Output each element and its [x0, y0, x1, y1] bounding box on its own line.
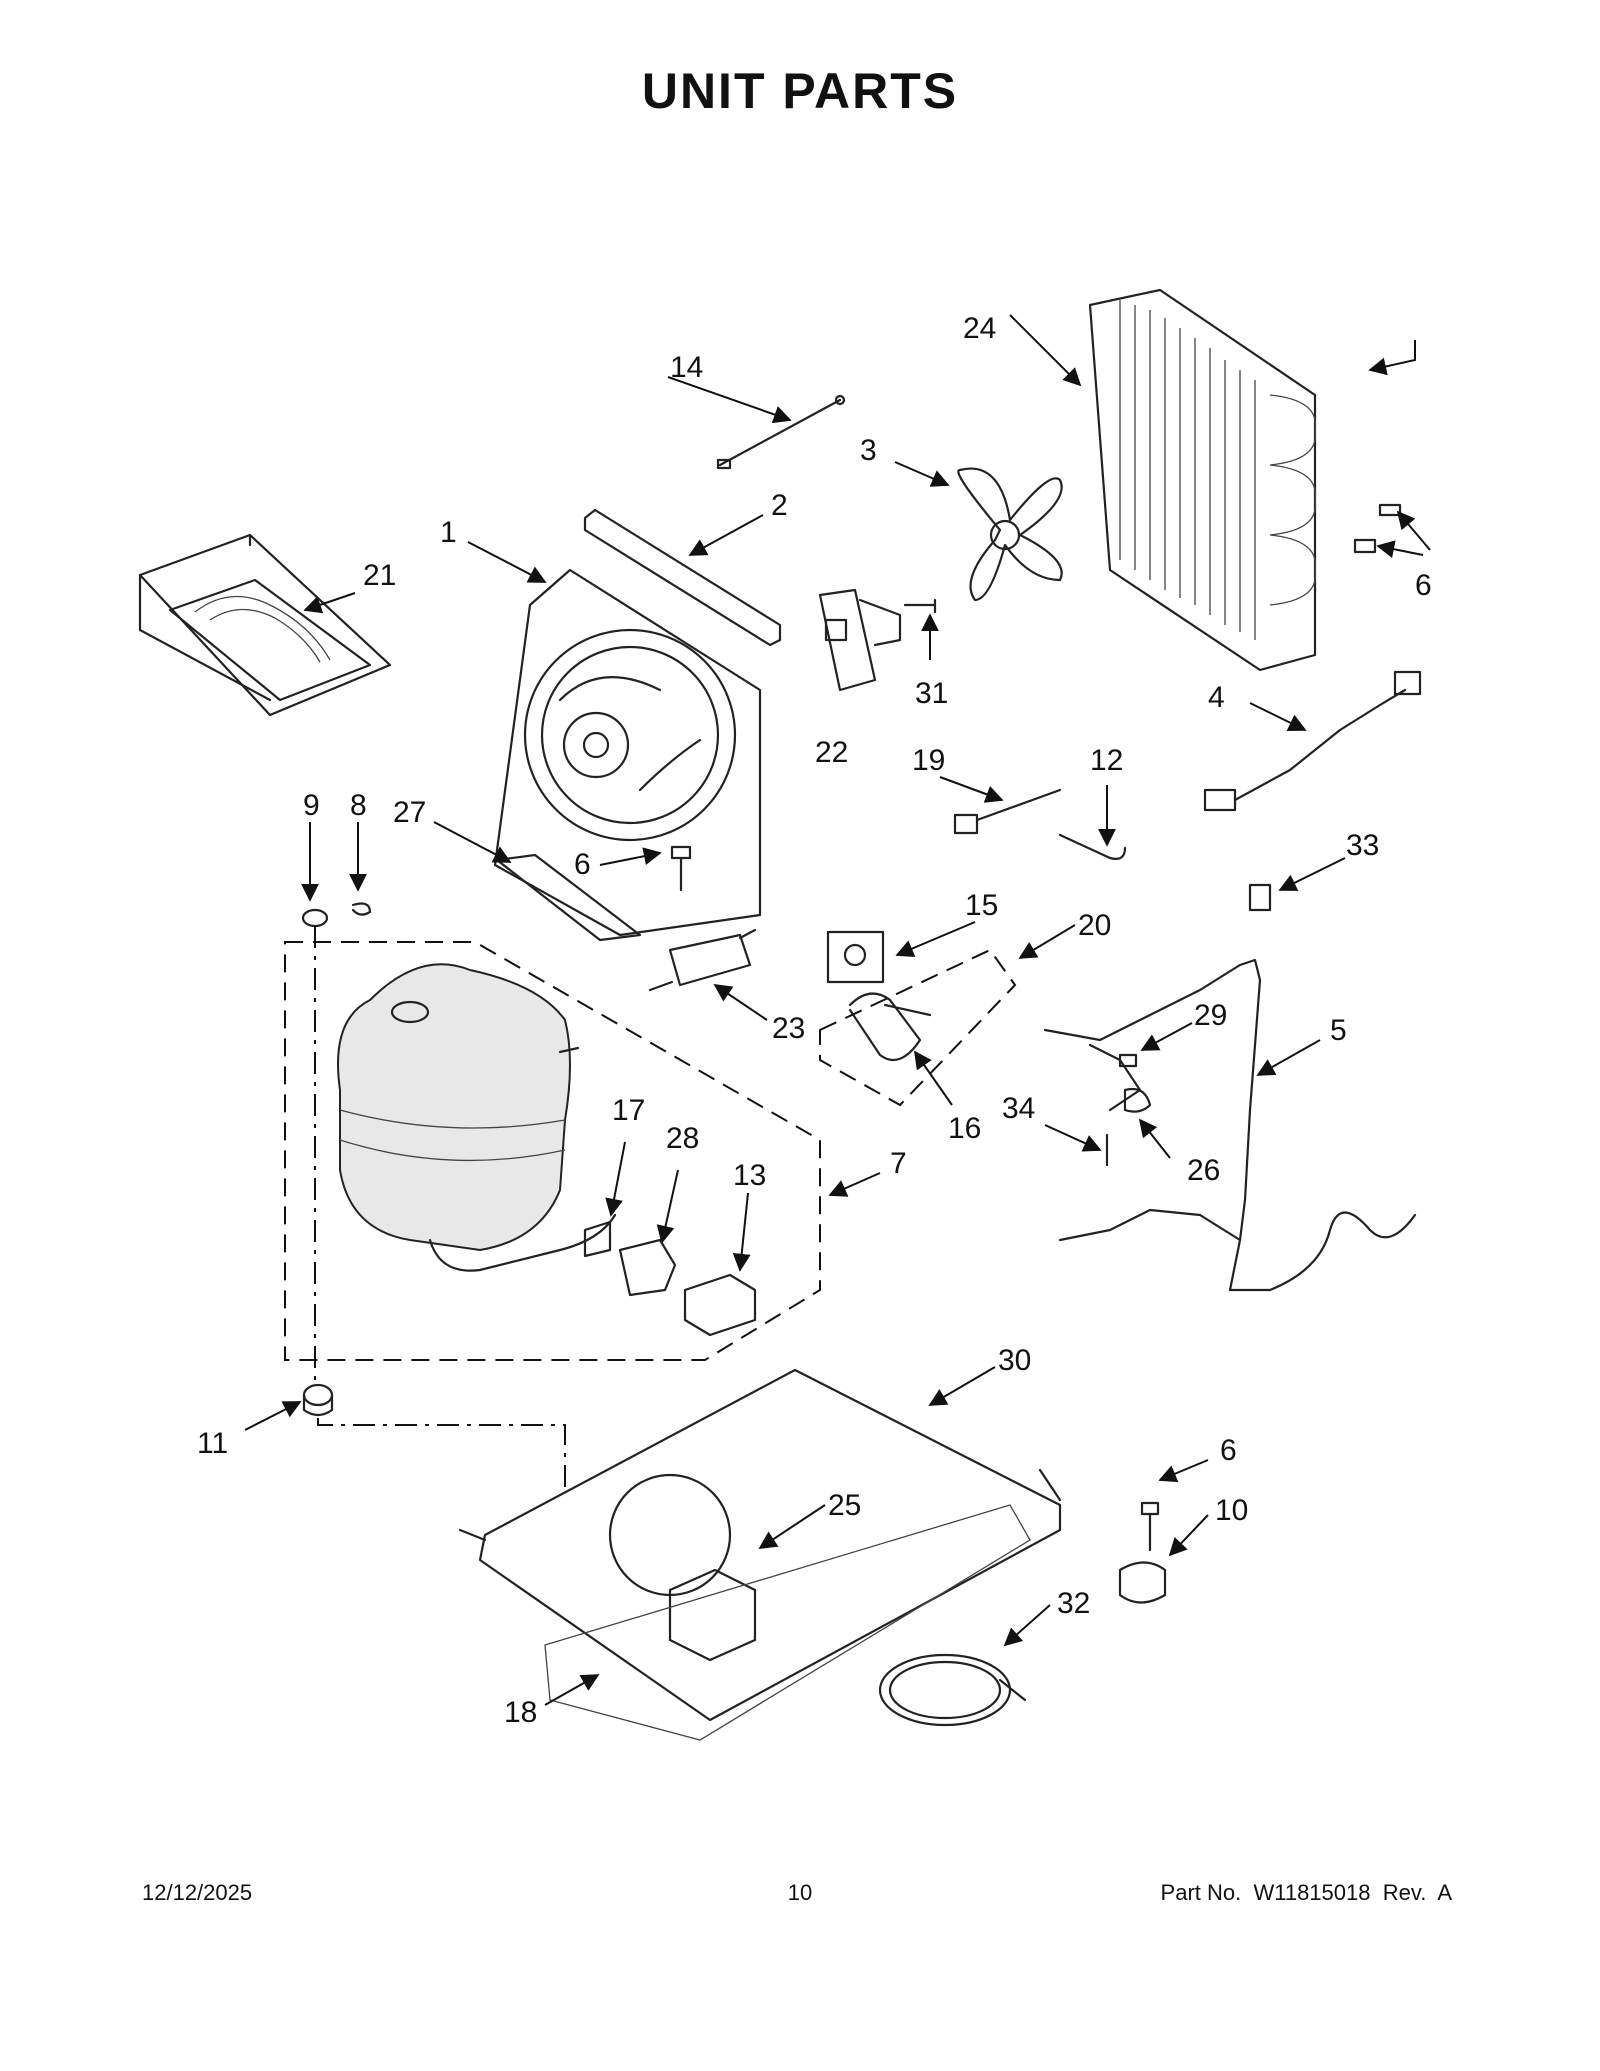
condenser-coil-part — [1088, 288, 1317, 672]
gasket-strip-part — [583, 508, 782, 647]
callout-8: 8 — [350, 789, 367, 822]
callout-22: 22 — [815, 736, 848, 769]
callout-2: 2 — [771, 489, 788, 522]
callout-26: 26 — [1187, 1154, 1220, 1187]
page-title: UNIT PARTS — [641, 63, 959, 119]
callout-32: 32 — [1057, 1587, 1090, 1620]
overload-13-part — [683, 1273, 757, 1337]
screw-31-part — [903, 598, 937, 614]
callout-28: 28 — [666, 1122, 699, 1155]
callout-13: 13 — [733, 1159, 766, 1192]
callout-11: 11 — [197, 1427, 228, 1460]
valve-coil-part — [826, 930, 885, 984]
screw-29-part — [1118, 1053, 1138, 1068]
callout-16: 16 — [948, 1112, 981, 1145]
foam-part — [495, 853, 642, 942]
callout-20: 20 — [1078, 909, 1111, 942]
main-wire-harness-part — [1043, 958, 1417, 1292]
callout-23: 23 — [772, 1012, 805, 1045]
fan-blade-part — [957, 467, 1063, 602]
base-plate-part — [458, 1368, 1062, 1722]
callout-27: 27 — [393, 796, 426, 829]
callout-7: 7 — [890, 1147, 907, 1180]
fan-motor-part — [818, 588, 902, 692]
footer-page-number: 10 — [787, 1880, 813, 1905]
callout-15: 15 — [965, 889, 998, 922]
wire-harness-4-part — [1203, 670, 1422, 812]
condenser-fan-shroud-part — [493, 568, 762, 937]
screw-6-condenser-part — [1353, 503, 1402, 554]
callout-30: 30 — [998, 1344, 1031, 1377]
insulation-pad-part — [544, 1504, 1031, 1741]
callout-19: 19 — [912, 744, 945, 777]
callout-3: 3 — [860, 434, 877, 467]
footer-date: 12/12/2025 — [142, 1880, 253, 1905]
screw-6-base-part — [1140, 1501, 1160, 1552]
valve-tubing-part — [819, 948, 1017, 1107]
clip-33-part — [1248, 883, 1272, 912]
thermistor-part — [716, 394, 846, 470]
callout-17: 17 — [612, 1094, 645, 1127]
callout-6-condenser: 6 — [1415, 569, 1432, 602]
clamp-26-part — [1123, 1087, 1152, 1113]
drier-part — [648, 928, 757, 992]
relay-28-part — [618, 1238, 677, 1297]
footer-part-number: Part No. W11815018 Rev. A — [1160, 1880, 1452, 1905]
grommet-part — [302, 1383, 334, 1417]
washer-9-part — [301, 908, 329, 928]
callout-6-base: 6 — [1220, 1434, 1237, 1467]
callout-24: 24 — [963, 312, 996, 345]
callout-12: 12 — [1090, 744, 1123, 777]
clamp-10-part — [1118, 1561, 1167, 1604]
callout-33: 33 — [1346, 829, 1379, 862]
hose-32-part — [878, 1653, 1027, 1727]
compressor-part — [337, 963, 617, 1272]
callout-21: 21 — [363, 559, 396, 592]
callout-34: 34 — [1002, 1092, 1035, 1125]
callout-29: 29 — [1194, 999, 1227, 1032]
callout-1: 1 — [440, 516, 457, 549]
callout-18: 18 — [504, 1696, 537, 1729]
callout-10: 10 — [1215, 1494, 1248, 1527]
callout-4: 4 — [1208, 681, 1225, 714]
screw-6-shroud-part — [670, 845, 692, 892]
callout-9: 9 — [303, 789, 320, 822]
cable-tie-part — [953, 788, 1062, 835]
water-valve-part — [668, 1568, 757, 1662]
callout-14: 14 — [670, 351, 703, 384]
callout-5: 5 — [1330, 1014, 1347, 1047]
drain-pan-part — [138, 533, 392, 717]
callout-31: 31 — [915, 677, 948, 710]
callout-6-shroud: 6 — [574, 848, 591, 881]
bracket-17-part — [583, 1220, 612, 1258]
tube-12-part — [1058, 833, 1127, 860]
callout-25: 25 — [828, 1489, 861, 1522]
clip-8-part — [351, 902, 372, 916]
